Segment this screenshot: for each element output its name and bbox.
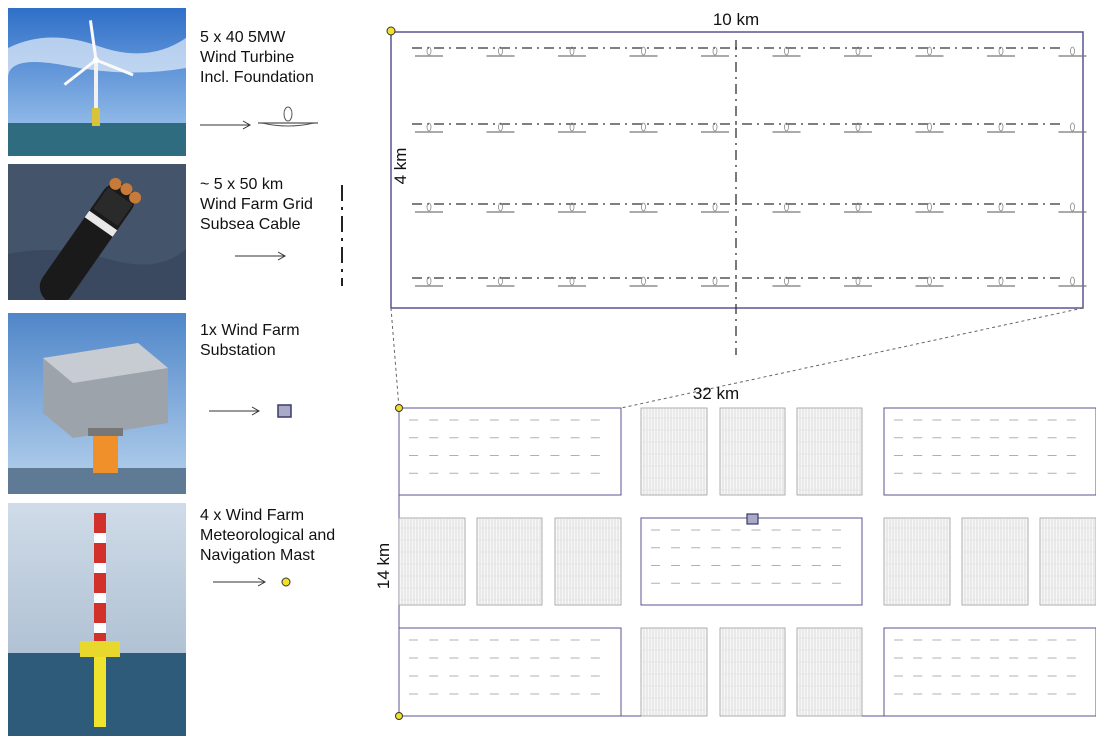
turbine-symbol — [701, 276, 729, 287]
turbine-symbol — [558, 276, 586, 287]
turbine-symbol — [415, 122, 443, 133]
turbine-symbol — [558, 122, 586, 133]
turbine-symbol — [772, 46, 801, 57]
turbine-symbol — [1058, 276, 1087, 287]
turbine-symbol — [701, 202, 729, 213]
turbine-symbol — [772, 202, 801, 213]
detail-turbine-row — [412, 276, 1087, 287]
cable-grid-block — [398, 517, 466, 606]
detail-width-label: 10 km — [713, 10, 759, 29]
cable-legend-arrow — [235, 251, 287, 261]
mast-legend-arrow — [213, 577, 267, 587]
turbine-legend-arrow — [200, 120, 252, 130]
turbine-symbol — [772, 122, 801, 133]
detail-height-label: 4 km — [391, 148, 410, 185]
turbine-symbol — [1058, 122, 1087, 133]
turbine-block — [883, 627, 1096, 717]
cable-grid-block — [961, 517, 1029, 606]
turbine-symbol — [772, 276, 801, 287]
overview-width-label: 32 km — [693, 384, 739, 403]
turbine-symbol — [486, 122, 515, 133]
turbine-symbol — [987, 276, 1015, 287]
turbine-symbol — [701, 46, 729, 57]
turbine-symbol — [415, 276, 443, 287]
turbine-symbol — [415, 202, 443, 213]
overview-blocks — [398, 407, 1096, 717]
turbine-symbol — [486, 46, 515, 57]
mast-symbol-icon — [281, 577, 291, 587]
turbine-symbol — [486, 202, 515, 213]
overview-substation-marker — [746, 513, 759, 525]
zoom-line-right — [620, 307, 1084, 409]
turbine-symbol — [987, 46, 1015, 57]
cable-grid-block — [640, 407, 708, 496]
cable-grid-block — [796, 407, 863, 496]
turbine-symbol — [558, 46, 586, 57]
turbine-symbol — [415, 46, 443, 57]
cable-grid-block — [719, 407, 786, 496]
detail-turbine-row — [412, 46, 1087, 57]
wind-turbine-photo — [8, 8, 186, 156]
turbine-symbol — [558, 202, 586, 213]
cable-grid-block — [1039, 517, 1096, 606]
turbine-symbol — [844, 122, 872, 133]
detail-turbine-rows — [412, 46, 1087, 287]
overview-mast-marker-top — [395, 404, 403, 412]
cable-grid-block — [640, 627, 708, 717]
turbine-block — [398, 627, 622, 717]
met-mast-photo — [8, 503, 186, 736]
subsea-cable-photo — [8, 164, 186, 300]
turbine-symbol — [915, 122, 944, 133]
cable-grid-block — [796, 627, 863, 717]
turbine-symbol — [987, 122, 1015, 133]
turbine-symbol — [629, 202, 658, 213]
turbine-legend-text: 5 x 40 5MW Wind Turbine Incl. Foundation — [200, 29, 314, 86]
detail-turbine-row — [412, 122, 1087, 133]
cable-grid-block — [719, 627, 786, 717]
turbine-symbol — [629, 122, 658, 133]
substation-photo — [8, 313, 186, 494]
overview-mast-marker-bottom — [395, 712, 403, 720]
detail-view-frame — [390, 31, 1084, 309]
turbine-block — [398, 407, 622, 496]
substation-symbol-icon — [277, 404, 292, 418]
detail-turbine-row — [412, 202, 1087, 213]
overview-height-label: 14 km — [374, 543, 393, 589]
turbine-block — [883, 407, 1096, 496]
turbine-symbol — [629, 46, 658, 57]
turbine-symbol — [701, 122, 729, 133]
turbine-symbol — [915, 276, 944, 287]
turbine-symbol — [915, 202, 944, 213]
cable-grid-block — [554, 517, 622, 606]
turbine-symbol — [1058, 202, 1087, 213]
turbine-symbol — [915, 46, 944, 57]
detail-mast-marker — [386, 26, 396, 36]
turbine-symbol — [844, 202, 872, 213]
turbine-symbol — [629, 276, 658, 287]
turbine-symbol-icon — [258, 106, 318, 127]
mast-legend-text: 4 x Wind Farm Meteorological and Navigat… — [200, 507, 336, 564]
cable-grid-block — [476, 517, 543, 606]
turbine-symbol — [844, 46, 872, 57]
substation-legend-text: 1x Wind Farm Substation — [200, 322, 300, 359]
turbine-symbol — [486, 276, 515, 287]
zoom-line-left — [390, 307, 400, 409]
turbine-symbol — [844, 276, 872, 287]
cable-grid-block — [883, 517, 951, 606]
turbine-block — [640, 517, 863, 606]
cable-legend-text: ~ 5 x 50 km Wind Farm Grid Subsea Cable — [200, 176, 313, 233]
turbine-symbol — [987, 202, 1015, 213]
substation-legend-arrow — [209, 406, 261, 416]
turbine-symbol — [1058, 46, 1087, 57]
